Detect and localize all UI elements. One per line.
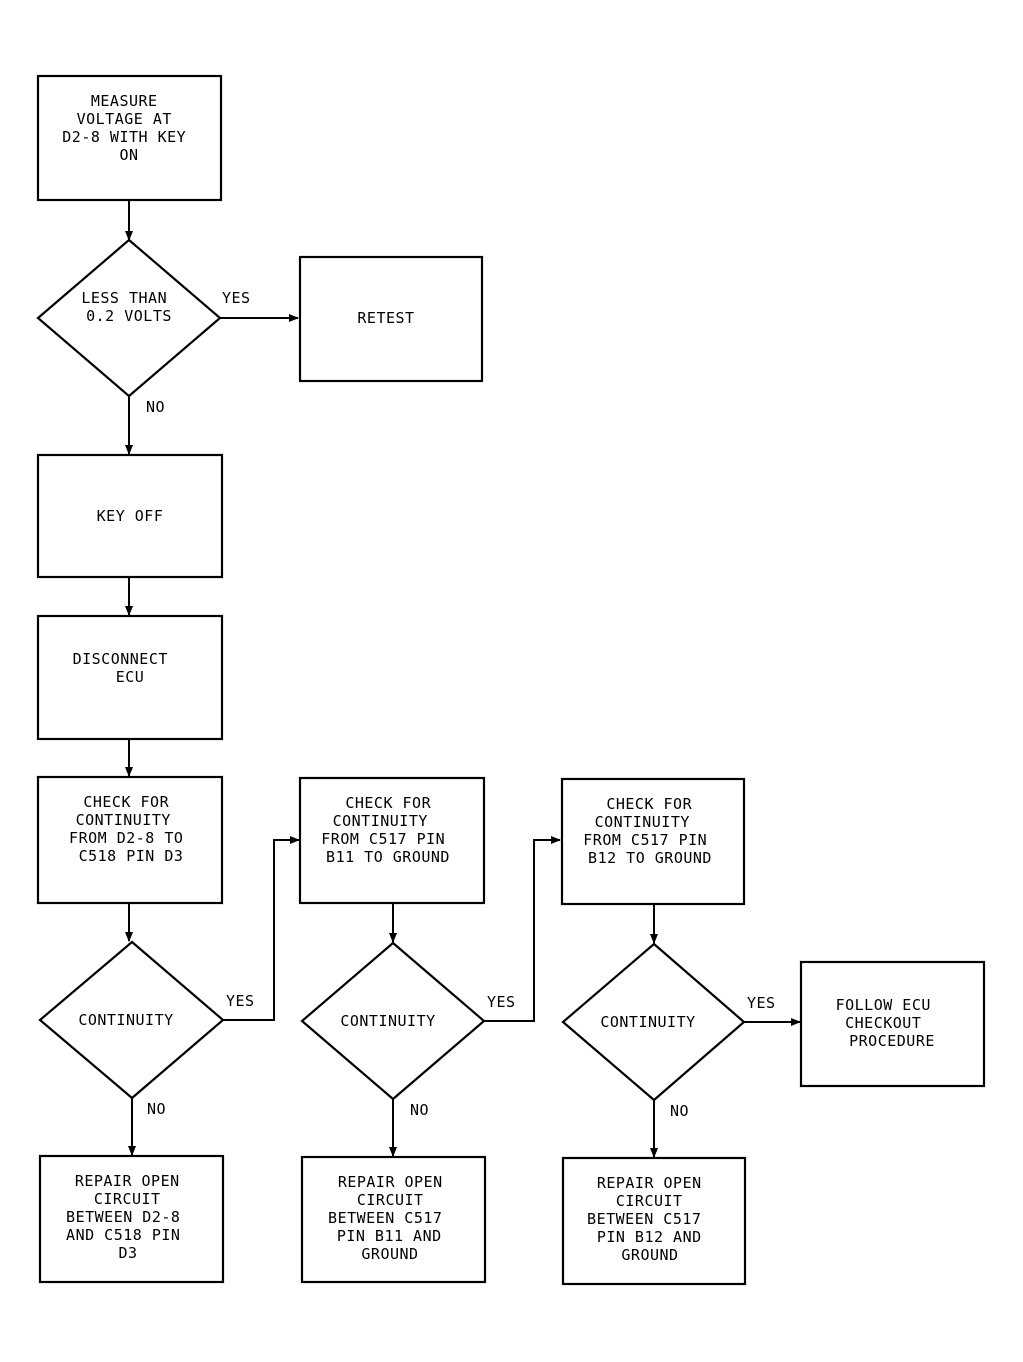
- process-box-check3: CHECK FOR CONTINUITY FROM C517 PIN B12 T…: [560, 777, 746, 906]
- repair1-line: CIRCUIT: [94, 1190, 161, 1208]
- process-box-measure: MEASURE VOLTAGE AT D2-8 WITH KEY ON: [36, 74, 223, 202]
- check2-line: FROM C517 PIN: [321, 830, 445, 848]
- repair3-text: REPAIR OPEN CIRCUIT BETWEEN C517 PIN B12…: [587, 1174, 711, 1264]
- repair2-line: REPAIR OPEN: [338, 1173, 443, 1191]
- repair2-line: GROUND: [361, 1245, 418, 1263]
- continuity3-text: CONTINUITY: [600, 1013, 695, 1031]
- measure-line: ON: [119, 146, 138, 164]
- check3-line: FROM C517 PIN: [583, 831, 707, 849]
- measure-line: MEASURE: [91, 92, 158, 110]
- check1-line: CONTINUITY: [76, 811, 171, 829]
- branch-labels: YES NO YES NO YES NO YES NO: [146, 289, 776, 1120]
- repair1-line: REPAIR OPEN: [75, 1172, 180, 1190]
- check2-line: CHECK FOR: [345, 794, 431, 812]
- connector-yes2-to-check3: [484, 836, 561, 1022]
- decision-continuity2: CONTINUITY: [300, 941, 486, 1101]
- yes-label-continuity3: YES: [747, 994, 776, 1012]
- continuity2-text: CONTINUITY: [340, 1012, 435, 1030]
- less-than-text: LESS THAN 0.2 VOLTS: [81, 289, 176, 325]
- check2-text: CHECK FOR CONTINUITY FROM C517 PIN B11 T…: [321, 794, 454, 866]
- repair3-line: GROUND: [621, 1246, 678, 1264]
- decision-less-than: LESS THAN 0.2 VOLTS: [36, 238, 222, 398]
- check2-line: CONTINUITY: [333, 812, 428, 830]
- check1-line: CHECK FOR: [83, 793, 169, 811]
- less-than-line: LESS THAN: [81, 289, 167, 307]
- check1-line: FROM D2-8 TO: [69, 829, 183, 847]
- retest-text: RETEST: [357, 309, 414, 327]
- repair2-line: CIRCUIT: [357, 1191, 424, 1209]
- follow-line: FOLLOW ECU: [836, 996, 931, 1014]
- process-box-repair1: REPAIR OPEN CIRCUIT BETWEEN D2-8 AND C51…: [38, 1154, 225, 1284]
- process-box-repair3: REPAIR OPEN CIRCUIT BETWEEN C517 PIN B12…: [561, 1156, 747, 1286]
- process-box-key-off: KEY OFF: [36, 453, 224, 579]
- repair3-line: PIN B12 AND: [597, 1228, 702, 1246]
- disconnect-line: ECU: [116, 668, 145, 686]
- check1-line: C518 PIN D3: [79, 847, 184, 865]
- repair1-line: AND C518 PIN: [66, 1226, 180, 1244]
- measure-line: D2-8 WITH KEY: [62, 128, 186, 146]
- follow-line: PROCEDURE: [849, 1032, 935, 1050]
- decision-continuity1: CONTINUITY: [38, 940, 225, 1100]
- repair1-line: BETWEEN D2-8: [66, 1208, 180, 1226]
- continuity1-text: CONTINUITY: [78, 1011, 173, 1029]
- no-label-key-off: NO: [146, 398, 165, 416]
- key-off-text: KEY OFF: [97, 507, 164, 525]
- no-label-continuity1: NO: [147, 1100, 166, 1118]
- repair1-text: REPAIR OPEN CIRCUIT BETWEEN D2-8 AND C51…: [66, 1172, 190, 1262]
- connectors: [125, 200, 801, 1158]
- check3-line: CHECK FOR: [606, 795, 692, 813]
- process-box-check2: CHECK FOR CONTINUITY FROM C517 PIN B11 T…: [298, 776, 486, 905]
- measure-text: MEASURE VOLTAGE AT D2-8 WITH KEY ON: [62, 92, 195, 164]
- repair2-line: PIN B11 AND: [337, 1227, 442, 1245]
- repair3-line: CIRCUIT: [616, 1192, 683, 1210]
- decision-continuity3: CONTINUITY: [561, 942, 746, 1102]
- connector-yes1-to-check2: [223, 836, 300, 1021]
- repair1-line: D3: [118, 1244, 137, 1262]
- no-label-continuity2: NO: [410, 1101, 429, 1119]
- repair2-text: REPAIR OPEN CIRCUIT BETWEEN C517 PIN B11…: [328, 1173, 452, 1263]
- check2-line: B11 TO GROUND: [326, 848, 450, 866]
- follow-text: FOLLOW ECU CHECKOUT PROCEDURE: [836, 996, 941, 1050]
- measure-line: VOLTAGE AT: [77, 110, 172, 128]
- repair2-line: BETWEEN C517: [328, 1209, 442, 1227]
- check3-line: B12 TO GROUND: [588, 849, 712, 867]
- check3-text: CHECK FOR CONTINUITY FROM C517 PIN B12 T…: [583, 795, 716, 867]
- disconnect-line: DISCONNECT: [73, 650, 168, 668]
- follow-line: CHECKOUT: [845, 1014, 921, 1032]
- check3-line: CONTINUITY: [595, 813, 690, 831]
- repair3-line: BETWEEN C517: [587, 1210, 701, 1228]
- yes-label-retest: YES: [222, 289, 251, 307]
- less-than-line: 0.2 VOLTS: [86, 307, 172, 325]
- no-label-continuity3: NO: [670, 1102, 689, 1120]
- disconnect-text: DISCONNECT ECU: [73, 650, 178, 686]
- process-box-disconnect: DISCONNECT ECU: [36, 614, 224, 741]
- yes-label-continuity1: YES: [226, 992, 255, 1010]
- process-box-follow: FOLLOW ECU CHECKOUT PROCEDURE: [799, 960, 986, 1088]
- process-box-repair2: REPAIR OPEN CIRCUIT BETWEEN C517 PIN B11…: [300, 1155, 487, 1284]
- check1-text: CHECK FOR CONTINUITY FROM D2-8 TO C518 P…: [69, 793, 193, 865]
- yes-label-continuity2: YES: [487, 993, 516, 1011]
- process-box-retest: RETEST: [298, 255, 484, 383]
- repair3-line: REPAIR OPEN: [597, 1174, 702, 1192]
- process-box-check1: CHECK FOR CONTINUITY FROM D2-8 TO C518 P…: [36, 775, 224, 905]
